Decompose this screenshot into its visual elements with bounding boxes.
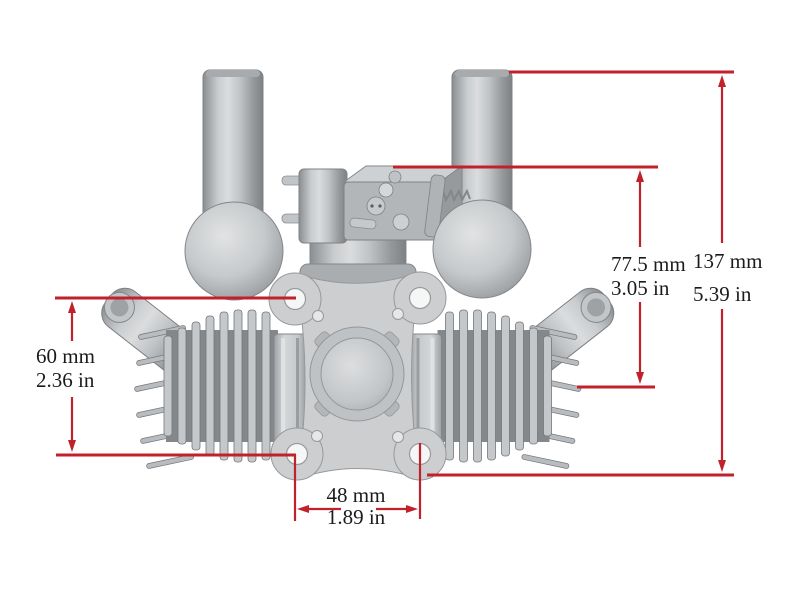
intake-bell-left bbox=[184, 201, 284, 301]
dimension-label-mount-vertical: 60 mm 2.36 in bbox=[36, 344, 95, 392]
mounting-plate bbox=[268, 271, 447, 481]
needle-valve bbox=[366, 196, 386, 216]
cylinder-left bbox=[101, 287, 309, 469]
throttle-spring bbox=[437, 188, 471, 203]
dim-overall-height bbox=[427, 70, 734, 477]
dim-carburetor-height bbox=[393, 165, 658, 389]
carburetor-assembly bbox=[281, 165, 471, 244]
dimension-value-imperial: 3.05 in bbox=[611, 276, 670, 300]
dimension-label-mount-horizontal: 48 mm 1.89 in bbox=[296, 484, 416, 528]
dimension-value-imperial: 1.89 in bbox=[326, 505, 386, 529]
dimension-value-metric: 48 mm bbox=[326, 483, 386, 507]
dim-mount-spacing-vertical bbox=[55, 296, 296, 457]
prop-hub-boss bbox=[320, 337, 394, 411]
intake-bell-right bbox=[432, 199, 532, 299]
dimension-value-metric: 137 mm bbox=[693, 249, 763, 273]
cooling-fins bbox=[163, 309, 271, 463]
dim-mount-spacing-horizontal bbox=[293, 443, 422, 521]
dimension-value-metric: 60 mm bbox=[36, 344, 95, 368]
dimension-label-overall-height: 137 mm 5.39 in bbox=[693, 249, 762, 306]
dimension-value-metric: 77.5 mm bbox=[611, 252, 686, 276]
dimension-label-carburetor-height: 77.5 mm 3.05 in bbox=[611, 252, 686, 300]
dimension-value-imperial: 2.36 in bbox=[36, 368, 95, 392]
dimension-value-imperial: 5.39 in bbox=[693, 282, 752, 306]
plate-small-holes bbox=[311, 308, 404, 443]
